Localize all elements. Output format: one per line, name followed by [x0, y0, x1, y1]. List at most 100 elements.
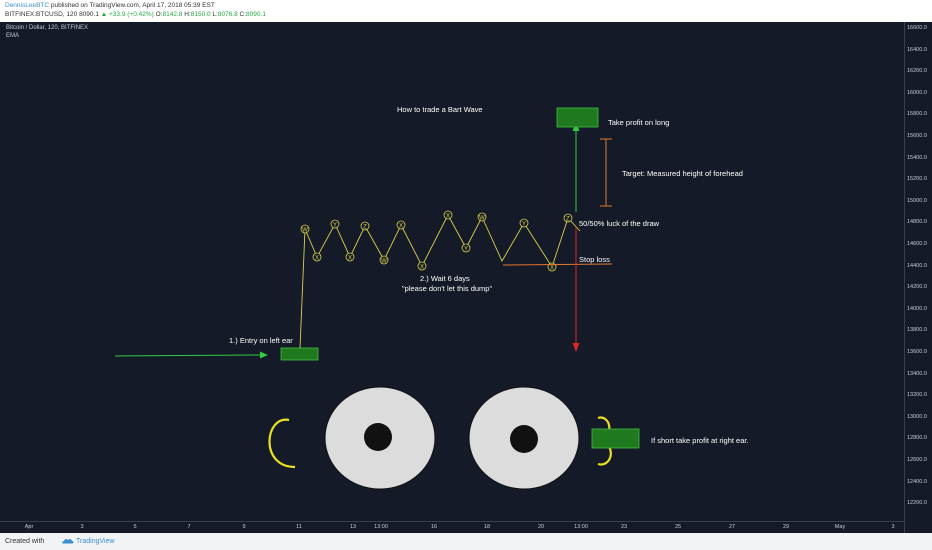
symbol-label: BITFINEX:BTCUSD, 120 [5, 11, 78, 18]
short-take-profit-label[interactable]: If short take profit at right ear. [651, 436, 749, 445]
price-tick: 12400.0 [907, 478, 927, 485]
chart-title-annotation[interactable]: How to trade a Bart Wave [397, 105, 483, 114]
price-tick: 15200.0 [907, 176, 927, 183]
wave-markers: W X Y X Z W X X X Y W Y X Z [300, 210, 573, 272]
open-label: O: [155, 11, 163, 18]
entry-arrow[interactable] [114, 351, 268, 359]
series-title: Bitcoin / Dollar, 120, BITFINEX [6, 25, 89, 31]
price-tick: 14800.0 [907, 219, 927, 226]
price-tick: 12200.0 [907, 500, 927, 507]
right-eye[interactable] [468, 386, 580, 490]
time-tick: 13:00 [574, 524, 588, 530]
high-label: H: [184, 11, 191, 18]
price-tick: 12800.0 [907, 435, 927, 442]
price-axis[interactable]: 16600.0 16400.0 16200.0 16000.0 15800.0 … [904, 22, 932, 533]
close-label: C: [239, 11, 247, 18]
open-value: 8142.8 [162, 11, 183, 18]
wave-marker: W [302, 227, 308, 233]
price-tick: 13400.0 [907, 370, 927, 377]
wave-marker: Y [464, 246, 468, 252]
time-tick: 27 [728, 524, 736, 530]
footer-bar: Created with TradingView [0, 533, 932, 550]
price-tick: 14200.0 [907, 284, 927, 291]
price-tick: 14000.0 [907, 305, 927, 312]
price-tick: 16600.0 [907, 25, 927, 31]
price-tick: 13600.0 [907, 349, 927, 355]
last-price: 8090.1 [79, 11, 99, 18]
time-tick: 25 [674, 524, 682, 530]
indicator-label[interactable]: EMA [6, 33, 20, 39]
long-arrow[interactable] [572, 122, 580, 212]
low-value: 8076.8 [217, 11, 238, 18]
stop-loss-line[interactable] [502, 263, 613, 266]
stop-loss-label[interactable]: Stop loss [579, 255, 610, 264]
brand-name: TradingView [76, 538, 115, 545]
time-tick: 3 [80, 524, 84, 530]
left-ear[interactable] [268, 418, 296, 469]
price-tick: 13200.0 [907, 392, 927, 399]
wave-marker: Y [522, 221, 526, 227]
time-tick: Apr [24, 524, 34, 530]
target-label[interactable]: Target: Measured height of forehead [622, 169, 743, 178]
price-tick: 14400.0 [907, 262, 927, 269]
drawing-canvas[interactable]: W X Y X Z W X X X Y W Y X Z [0, 22, 904, 521]
price-tick: 16400.0 [907, 46, 927, 53]
price-tick: 15800.0 [907, 111, 927, 118]
tradingview-brand-link[interactable]: TradingView [62, 538, 115, 545]
price-tick: 12600.0 [907, 457, 927, 463]
time-tick: 5 [133, 524, 137, 530]
price-tick: 16200.0 [907, 68, 927, 75]
wave-marker: Z [363, 224, 367, 230]
created-with-label: Created with [5, 538, 45, 545]
wave-marker: W [479, 215, 485, 221]
dump-label[interactable]: "please don't let this dump" [402, 284, 493, 293]
time-axis[interactable]: Apr 3 5 7 9 11 13 13:00 16 18 20 13:00 2… [0, 521, 904, 534]
target-bracket[interactable] [600, 138, 612, 207]
wave-marker: Z [566, 216, 570, 222]
take-profit-long-label[interactable]: Take profit on long [608, 118, 670, 127]
publish-header: DennisLeeBTC published on TradingView.co… [0, 0, 932, 22]
luck-label[interactable]: 50/50% luck of the draw [579, 219, 660, 228]
wave-marker: X [446, 213, 450, 219]
left-eye[interactable] [324, 386, 436, 490]
wait-label[interactable]: 2.) Wait 6 days [420, 274, 470, 283]
wave-marker: X [348, 255, 352, 261]
time-tick: 23 [620, 524, 628, 530]
wave-marker: X [399, 223, 403, 229]
low-label: L: [212, 11, 218, 18]
time-tick: 20 [537, 524, 545, 530]
wave-marker: W [381, 258, 387, 264]
publish-info: DennisLeeBTC published on TradingView.co… [5, 2, 215, 9]
chart-pane[interactable]: Bitcoin / Dollar, 120, BITFINEX EMA W X … [0, 22, 932, 533]
time-tick: 13 [349, 524, 357, 530]
take-profit-long-box[interactable] [556, 107, 599, 128]
time-tick: May [834, 524, 846, 530]
time-tick: 13:00 [374, 524, 388, 530]
cloud-icon [62, 539, 74, 544]
time-tick: 18 [483, 524, 491, 530]
close-value: 8090.1 [246, 11, 266, 18]
price-tick: 14600.0 [907, 241, 927, 247]
time-tick: 3 [891, 524, 895, 530]
time-tick: 7 [187, 524, 191, 530]
wave-marker: X [420, 264, 424, 270]
price-tick: 13800.0 [907, 327, 927, 334]
high-value: 8150.0 [190, 11, 211, 18]
price-tick: 13000.0 [907, 413, 927, 420]
time-tick: 29 [782, 524, 790, 530]
price-tick: 16000.0 [907, 89, 927, 96]
time-tick: 9 [242, 524, 246, 530]
wave-marker: Y [333, 222, 337, 228]
time-tick: 11 [296, 524, 302, 530]
price-tick: 15000.0 [907, 197, 927, 204]
short-arrow[interactable] [572, 227, 580, 352]
price-tick: 15600.0 [907, 133, 927, 139]
ohlc-line: BITFINEX:BTCUSD, 120 8090.1 ▲ +33.9 (+0.… [5, 11, 266, 18]
entry-box[interactable] [280, 347, 319, 361]
author-link[interactable]: DennisLeeBTC [5, 2, 50, 9]
entry-label[interactable]: 1.) Entry on left ear [229, 336, 293, 345]
time-tick: 16 [430, 524, 438, 530]
wave-marker: X [315, 255, 319, 261]
short-take-profit-box[interactable] [591, 428, 640, 449]
wave-marker: X [550, 265, 554, 271]
